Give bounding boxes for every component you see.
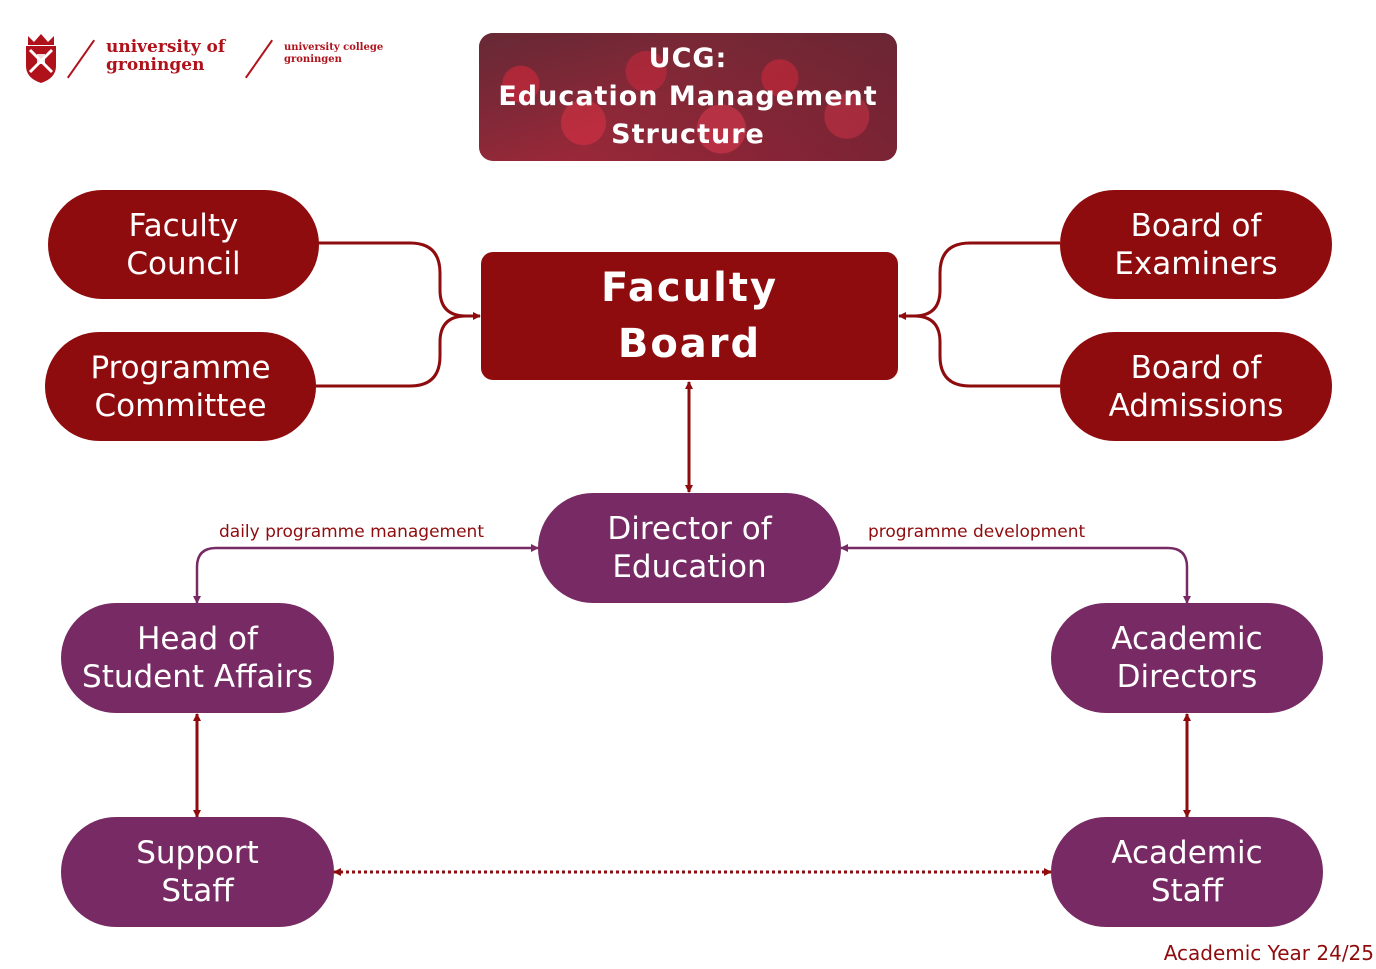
node-academic-staff: Academic Staff [1051, 817, 1323, 927]
node-board-of-admissions: Board of Admissions [1060, 332, 1332, 441]
node-programme-committee: Programme Committee [45, 332, 316, 441]
connector-examiners-to-board [899, 243, 1060, 316]
node-academic-directors: Academic Directors [1051, 603, 1323, 713]
node-faculty-council: Faculty Council [48, 190, 319, 299]
node-head-of-student-affairs: Head of Student Affairs [61, 603, 334, 713]
connector-council-to-board [318, 243, 480, 316]
connector-director-to-academic-directors [841, 548, 1187, 603]
node-board-of-examiners: Board of Examiners [1060, 190, 1332, 299]
connector-committee-to-board [316, 316, 466, 386]
edge-label-programme-development: programme development [868, 522, 1085, 542]
node-director-of-education: Director of Education [538, 493, 841, 603]
edge-label-daily-management: daily programme management [219, 522, 484, 542]
academic-year-label: Academic Year 24/25 [1164, 941, 1374, 965]
node-faculty-board: Faculty Board [481, 252, 898, 380]
node-support-staff: Support Staff [61, 817, 334, 927]
connector-director-to-head [197, 548, 538, 603]
connector-admissions-to-board [914, 316, 1060, 386]
